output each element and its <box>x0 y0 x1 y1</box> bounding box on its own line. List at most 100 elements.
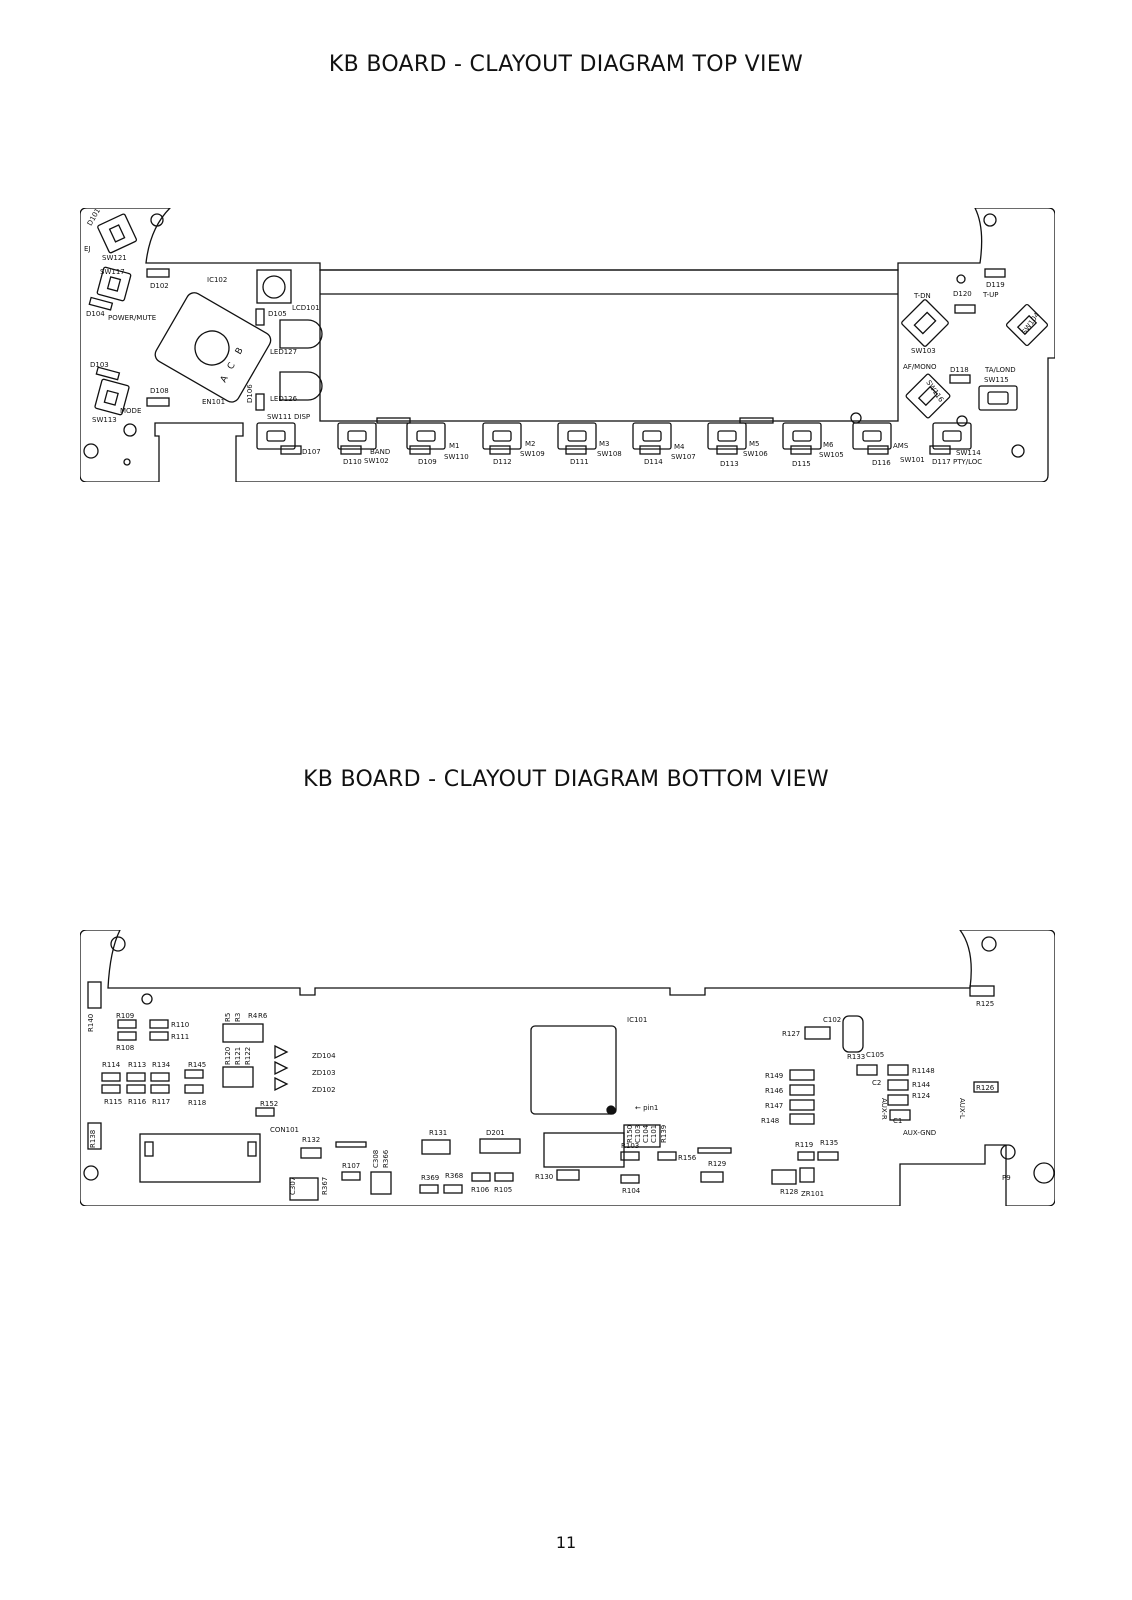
label-sw108: SW108 <box>597 450 622 458</box>
label-sw107: SW107 <box>671 453 696 461</box>
label-c104: C104 <box>642 1124 650 1143</box>
label-r121: R121 <box>234 1047 242 1065</box>
label-d114: D114 <box>644 458 663 466</box>
label-aux-l: AUX-L <box>958 1098 966 1119</box>
label-r156: R156 <box>678 1154 697 1162</box>
label-r135: R135 <box>820 1139 838 1147</box>
label-m3: M3 <box>599 440 610 448</box>
label-r106: R106 <box>471 1186 490 1194</box>
label-r368: R368 <box>445 1172 463 1180</box>
label-r1148: R1148 <box>912 1067 935 1075</box>
label-c105: C105 <box>866 1051 884 1059</box>
label-r4: R4 <box>248 1012 258 1020</box>
label-aux-gnd: AUX-GND <box>903 1129 936 1137</box>
label-d111: D111 <box>570 458 589 466</box>
label-sw105: SW105 <box>819 451 844 459</box>
label-r128: R128 <box>780 1188 798 1196</box>
board-outline <box>80 930 1055 1206</box>
bottom-view-board: R140 R109 R108 R110 R111 R5 R3 R4 R6 R12… <box>80 930 1055 1206</box>
label-r147: R147 <box>765 1102 783 1110</box>
label-d201: D201 <box>486 1129 505 1137</box>
label-led127: LED127 <box>270 348 297 356</box>
label-r145: R145 <box>188 1061 206 1069</box>
label-r148: R148 <box>761 1117 779 1125</box>
label-r138: R138 <box>89 1130 97 1148</box>
label-r150: R150 <box>626 1125 634 1143</box>
label-r132: R132 <box>302 1136 320 1144</box>
label-aux-r: AUX-R <box>880 1098 888 1120</box>
top-view-board: D101 EJ SW121 D102 IC102 SW117 D104 POWE… <box>80 208 1055 482</box>
label-sw103: SW103 <box>911 347 936 355</box>
label-sw101: SW101 <box>900 456 925 464</box>
label-r107: R107 <box>342 1162 360 1170</box>
label-r105: R105 <box>494 1186 512 1194</box>
label-sw117: SW117 <box>100 268 125 276</box>
label-sw109: SW109 <box>520 450 545 458</box>
bottom-view-title: KB BOARD - CLAYOUT DIAGRAM BOTTOM VIEW <box>303 767 829 792</box>
label-sw106: SW106 <box>743 450 768 458</box>
label-d115: D115 <box>792 460 811 468</box>
lcd-display <box>319 269 899 422</box>
label-r122: R122 <box>244 1047 252 1065</box>
label-d120: D120 <box>953 290 972 298</box>
label-r134: R134 <box>152 1061 171 1069</box>
label-d107: D107 <box>302 448 321 456</box>
label-r5: R5 <box>224 1013 232 1022</box>
label-d106: D106 <box>246 384 254 403</box>
label-sw110: SW110 <box>444 453 469 461</box>
label-enc-c: C <box>226 361 238 371</box>
label-r139: R139 <box>660 1125 668 1143</box>
label-r6: R6 <box>258 1012 268 1020</box>
label-d116: D116 <box>872 459 891 467</box>
label-r108: R108 <box>116 1044 134 1052</box>
label-r118: R118 <box>188 1099 206 1107</box>
label-r116: R116 <box>128 1098 147 1106</box>
label-con101: CON101 <box>270 1126 299 1134</box>
label-r366: R366 <box>382 1149 390 1168</box>
label-ej: EJ <box>84 245 91 253</box>
label-r129: R129 <box>708 1160 726 1168</box>
label-en101: EN101 <box>202 398 225 406</box>
label-d119: D119 <box>986 281 1005 289</box>
label-enc-b: B <box>234 346 246 356</box>
label-power-mute: POWER/MUTE <box>108 314 156 322</box>
label-pty-loc: PTY/LOC <box>953 458 982 466</box>
label-d105: D105 <box>268 310 287 318</box>
board-outline <box>80 208 1055 482</box>
label-d110: D110 <box>343 458 362 466</box>
label-ic101: IC101 <box>627 1016 647 1024</box>
label-ic102: IC102 <box>207 276 227 284</box>
label-r130: R130 <box>535 1173 553 1181</box>
label-sw121: SW121 <box>102 254 127 262</box>
label-d118: D118 <box>950 366 969 374</box>
label-enc-a: A <box>219 373 231 384</box>
label-r367: R367 <box>321 1177 329 1195</box>
label-d104: D104 <box>86 310 105 318</box>
label-m2: M2 <box>525 440 536 448</box>
label-r115: R115 <box>104 1098 122 1106</box>
label-c307: C307 <box>289 1177 297 1195</box>
label-sw113: SW113 <box>92 416 117 424</box>
label-r113: R113 <box>128 1061 146 1069</box>
label-r126: R126 <box>976 1084 995 1092</box>
label-zr101: ZR101 <box>801 1190 824 1198</box>
label-r104: R104 <box>622 1187 641 1195</box>
label-m1: M1 <box>449 442 460 450</box>
label-t-up: T-UP <box>982 291 999 299</box>
label-r110: R110 <box>171 1021 189 1029</box>
label-sw115: SW115 <box>984 376 1009 384</box>
label-r127: R127 <box>782 1030 800 1038</box>
label-r131: R131 <box>429 1129 447 1137</box>
label-m4: M4 <box>674 443 685 451</box>
label-zd103: ZD103 <box>312 1069 336 1077</box>
label-r133: R133 <box>847 1053 865 1061</box>
top-view-title: KB BOARD - CLAYOUT DIAGRAM TOP VIEW <box>328 52 804 77</box>
label-r124: R124 <box>912 1092 931 1100</box>
label-r119: R119 <box>795 1141 813 1149</box>
label-c101: C101 <box>650 1125 658 1143</box>
label-pin1: ← pin1 <box>635 1104 658 1112</box>
label-d103: D103 <box>90 361 109 369</box>
label-c103: C103 <box>634 1125 642 1143</box>
label-r3: R3 <box>234 1013 242 1022</box>
label-band: BAND <box>370 448 390 456</box>
